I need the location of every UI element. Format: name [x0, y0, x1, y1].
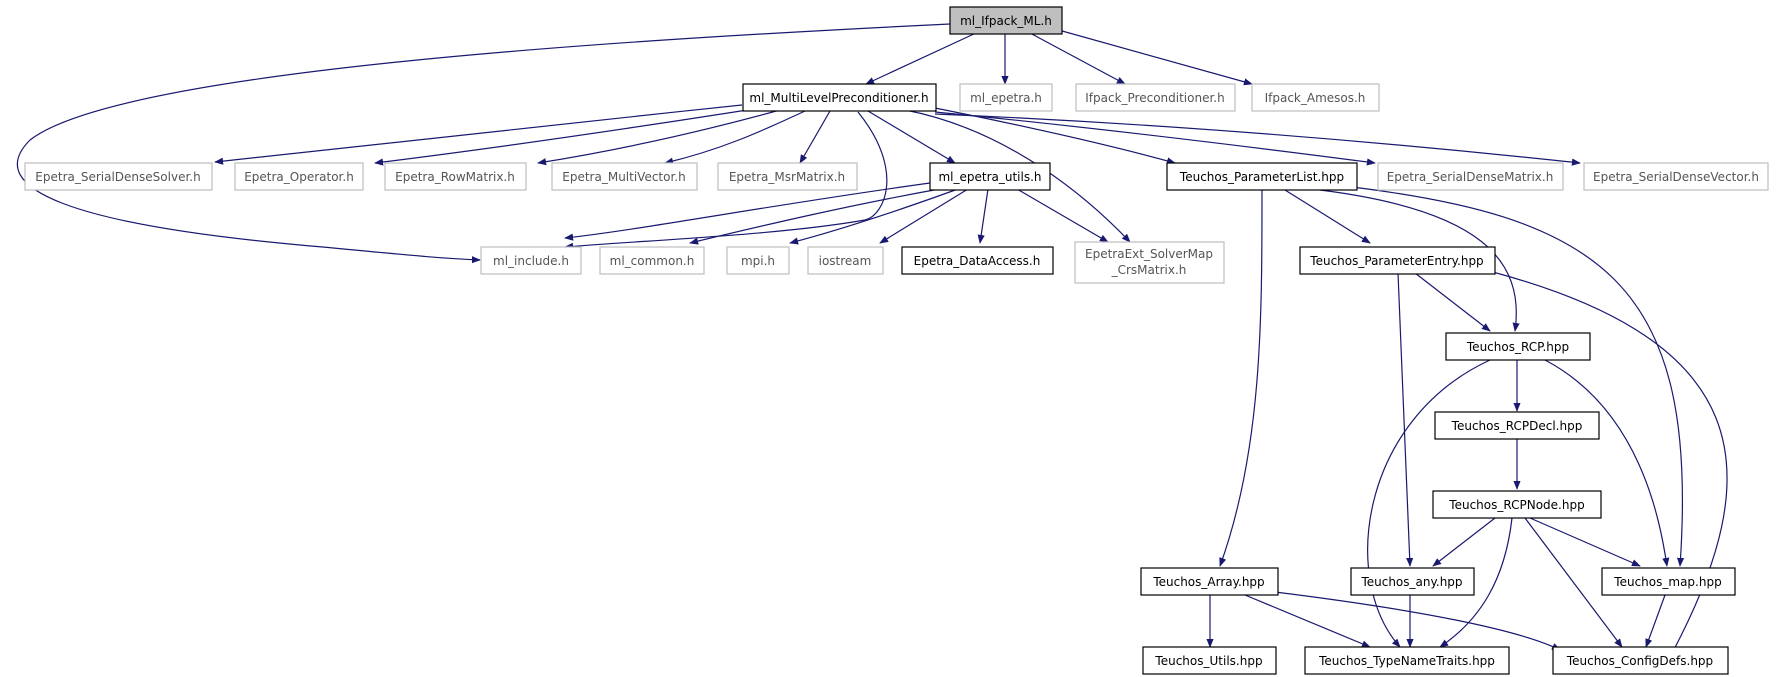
- edge-mlp-to-serialdensesolver: [214, 104, 743, 165]
- node-label: Epetra_MsrMatrix.h: [729, 170, 845, 184]
- node-label: Teuchos_ParameterEntry.hpp: [1309, 254, 1483, 268]
- edge-rcp-to-typenametraits: [1367, 359, 1491, 648]
- node-ml-epetra-utils-h[interactable]: ml_epetra_utils.h: [929, 162, 1051, 191]
- node-ifpack-preconditioner-h[interactable]: Ifpack_Preconditioner.h: [1075, 83, 1236, 112]
- node-teuchos-parameterentry-hpp[interactable]: Teuchos_ParameterEntry.hpp: [1299, 246, 1496, 275]
- edge-utils-to-solvermap: [1016, 188, 1109, 243]
- edge-entry-to-rcp: [1414, 272, 1491, 332]
- node-label: Teuchos_RCP.hpp: [1466, 340, 1569, 354]
- node-label: ml_Ifpack_ML.h: [960, 14, 1052, 28]
- node-label: ml_epetra_utils.h: [938, 170, 1041, 184]
- node-teuchos-array-hpp[interactable]: Teuchos_Array.hpp: [1140, 567, 1279, 596]
- node-label: Ifpack_Amesos.h: [1265, 91, 1366, 105]
- node-label: Epetra_DataAccess.h: [914, 254, 1041, 268]
- node-label: ml_common.h: [610, 254, 695, 268]
- edge-rcp-to-map: [1544, 359, 1670, 567]
- node-epetra-serialdensesolver-h[interactable]: Epetra_SerialDenseSolver.h: [24, 162, 213, 191]
- node-label: Epetra_SerialDenseSolver.h: [35, 170, 200, 184]
- node-ifpack-amesos-h[interactable]: Ifpack_Amesos.h: [1251, 83, 1380, 112]
- edge-mlp-to-serialdensevector: [934, 113, 1581, 166]
- node-label: Epetra_RowMatrix.h: [395, 170, 515, 184]
- node-label: Teuchos_TypeNameTraits.hpp: [1318, 654, 1495, 668]
- node-ml-epetra-h[interactable]: ml_epetra.h: [959, 83, 1053, 112]
- node-epetra-multivector-h[interactable]: Epetra_MultiVector.h: [551, 162, 698, 191]
- node-label: mpi.h: [741, 254, 775, 268]
- node-label: Teuchos_Array.hpp: [1152, 575, 1264, 589]
- node-label: Teuchos_Utils.hpp: [1154, 654, 1262, 668]
- edge-array-to-typenametraits: [1244, 594, 1371, 648]
- edge-utils-to-dataaccess: [977, 188, 989, 244]
- node-ml-multilevelpreconditioner-h[interactable]: ml_MultiLevelPreconditioner.h: [742, 83, 937, 112]
- node-label: Teuchos_map.hpp: [1613, 575, 1721, 589]
- edge-utils-to-mpi: [789, 188, 959, 245]
- node-epetra-serialdensevector-h[interactable]: Epetra_SerialDenseVector.h: [1583, 162, 1769, 191]
- edge-mlp-to-ml-include: [564, 111, 888, 250]
- edge-rcpnode-to-map: [1529, 517, 1641, 567]
- edge-root-to-ifpack-amesos: [1054, 28, 1253, 86]
- node-label: Ifpack_Preconditioner.h: [1085, 91, 1224, 105]
- edge-rcpnode-to-configdefs: [1524, 517, 1623, 648]
- node-label: Epetra_Operator.h: [244, 170, 354, 184]
- edge-mlp-to-msrmatrix: [799, 110, 831, 164]
- node-ml-common-h[interactable]: ml_common.h: [599, 246, 705, 275]
- node-label: Teuchos_ParameterList.hpp: [1179, 170, 1344, 184]
- node-epetra-serialdensematrix-h[interactable]: Epetra_SerialDenseMatrix.h: [1377, 162, 1564, 191]
- node-teuchos-rcp-hpp[interactable]: Teuchos_RCP.hpp: [1445, 332, 1591, 361]
- edge-mlp-to-multivector: [664, 110, 806, 165]
- node-teuchos-typenametraits-hpp[interactable]: Teuchos_TypeNameTraits.hpp: [1304, 646, 1510, 675]
- node-label-line1: EpetraExt_SolverMap: [1085, 247, 1213, 261]
- edge-mlp-to-rowmatrix: [537, 109, 781, 166]
- edge-utils-to-ml-include: [564, 182, 931, 241]
- edge-root-to-multilevelpreconditioner: [865, 32, 977, 85]
- node-teuchos-map-hpp[interactable]: Teuchos_map.hpp: [1601, 567, 1736, 596]
- node-teuchos-rcpdecl-hpp[interactable]: Teuchos_RCPDecl.hpp: [1434, 411, 1600, 440]
- node-label: Epetra_SerialDenseVector.h: [1593, 170, 1759, 184]
- node-epetra-operator-h[interactable]: Epetra_Operator.h: [234, 162, 364, 191]
- node-teuchos-utils-hpp[interactable]: Teuchos_Utils.hpp: [1142, 646, 1277, 675]
- node-label: Epetra_MultiVector.h: [562, 170, 685, 184]
- node-label: Teuchos_RCPNode.hpp: [1448, 498, 1584, 512]
- edge-rcpnode-to-typenametraits: [1439, 517, 1513, 648]
- node-ml-ifpack-ml-h[interactable]: ml_Ifpack_ML.h: [949, 6, 1063, 35]
- node-epetra-dataaccess-h[interactable]: Epetra_DataAccess.h: [901, 246, 1054, 275]
- edge-entry-to-any: [1397, 272, 1414, 567]
- node-epetraext-solvermap-crsmatrix-h[interactable]: EpetraExt_SolverMap _CrsMatrix.h: [1074, 241, 1225, 284]
- edge-mlp-to-serialdensematrix: [934, 111, 1376, 166]
- node-label: ml_include.h: [493, 254, 569, 268]
- node-mpi-h[interactable]: mpi.h: [726, 246, 790, 275]
- node-label-line2: _CrsMatrix.h: [1111, 263, 1187, 277]
- edge-plist-to-map: [1334, 184, 1685, 567]
- edge-rcpnode-to-any: [1432, 517, 1496, 567]
- node-teuchos-parameterlist-hpp[interactable]: Teuchos_ParameterList.hpp: [1166, 162, 1358, 191]
- node-label: Teuchos_RCPDecl.hpp: [1451, 419, 1583, 433]
- node-iostream[interactable]: iostream: [807, 246, 884, 275]
- edge-plist-to-rcp: [1319, 189, 1520, 332]
- edge-plist-to-array: [1219, 189, 1263, 567]
- edge-root-to-ifpack-preconditioner: [1029, 32, 1126, 85]
- edge-array-to-configdefs: [1274, 591, 1561, 651]
- node-label: Teuchos_ConfigDefs.hpp: [1566, 654, 1713, 668]
- nodes: ml_Ifpack_ML.h ml_MultiLevelPrecondition…: [24, 6, 1769, 675]
- node-teuchos-configdefs-hpp[interactable]: Teuchos_ConfigDefs.hpp: [1552, 646, 1729, 675]
- edge-mlp-to-ml-epetra-utils: [867, 110, 956, 164]
- node-epetra-msrmatrix-h[interactable]: Epetra_MsrMatrix.h: [717, 162, 858, 191]
- edge-entry-to-configdefs: [1464, 264, 1728, 658]
- node-ml-include-h[interactable]: ml_include.h: [480, 246, 582, 275]
- edge-mlp-to-parameterlist: [934, 107, 1176, 165]
- node-label: ml_MultiLevelPreconditioner.h: [749, 91, 928, 105]
- node-teuchos-any-hpp[interactable]: Teuchos_any.hpp: [1350, 567, 1475, 596]
- edge-mlp-to-operator: [374, 107, 761, 166]
- node-label: Teuchos_any.hpp: [1360, 575, 1462, 589]
- node-label: iostream: [819, 254, 872, 268]
- node-teuchos-rcpnode-hpp[interactable]: Teuchos_RCPNode.hpp: [1432, 490, 1602, 519]
- node-label: Epetra_SerialDenseMatrix.h: [1387, 170, 1554, 184]
- node-label: ml_epetra.h: [970, 91, 1042, 105]
- edge-map-to-configdefs: [1645, 594, 1666, 648]
- edge-root-to-ml-include: [16, 23, 951, 264]
- edge-utils-to-iostream: [879, 188, 969, 244]
- edge-plist-to-parameterentry: [1284, 189, 1371, 244]
- edge-utils-to-ml-common: [689, 187, 946, 245]
- node-epetra-rowmatrix-h[interactable]: Epetra_RowMatrix.h: [384, 162, 527, 191]
